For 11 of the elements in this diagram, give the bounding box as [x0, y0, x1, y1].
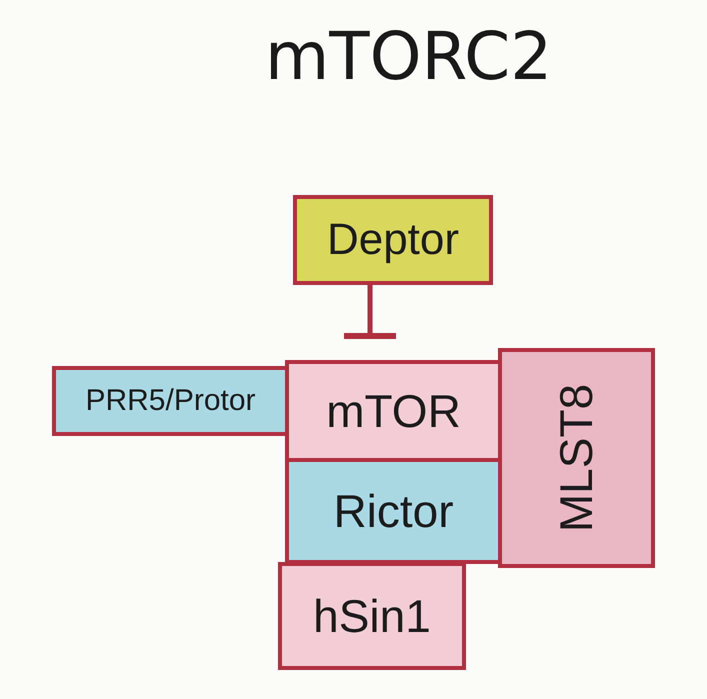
protein-label: PRR5/Protor: [85, 384, 256, 418]
inhibition-line: [341, 285, 399, 339]
protein-label: Rictor: [333, 484, 454, 538]
protein-label: mTOR: [326, 384, 461, 438]
protein-box: [498, 348, 655, 568]
protein-box: [278, 562, 466, 670]
protein-label: hSin1: [313, 589, 431, 643]
title: mTORC2: [265, 18, 552, 95]
protein-box: [293, 195, 493, 285]
protein-label: Deptor: [326, 215, 460, 265]
protein-label: MLST8: [550, 384, 604, 532]
